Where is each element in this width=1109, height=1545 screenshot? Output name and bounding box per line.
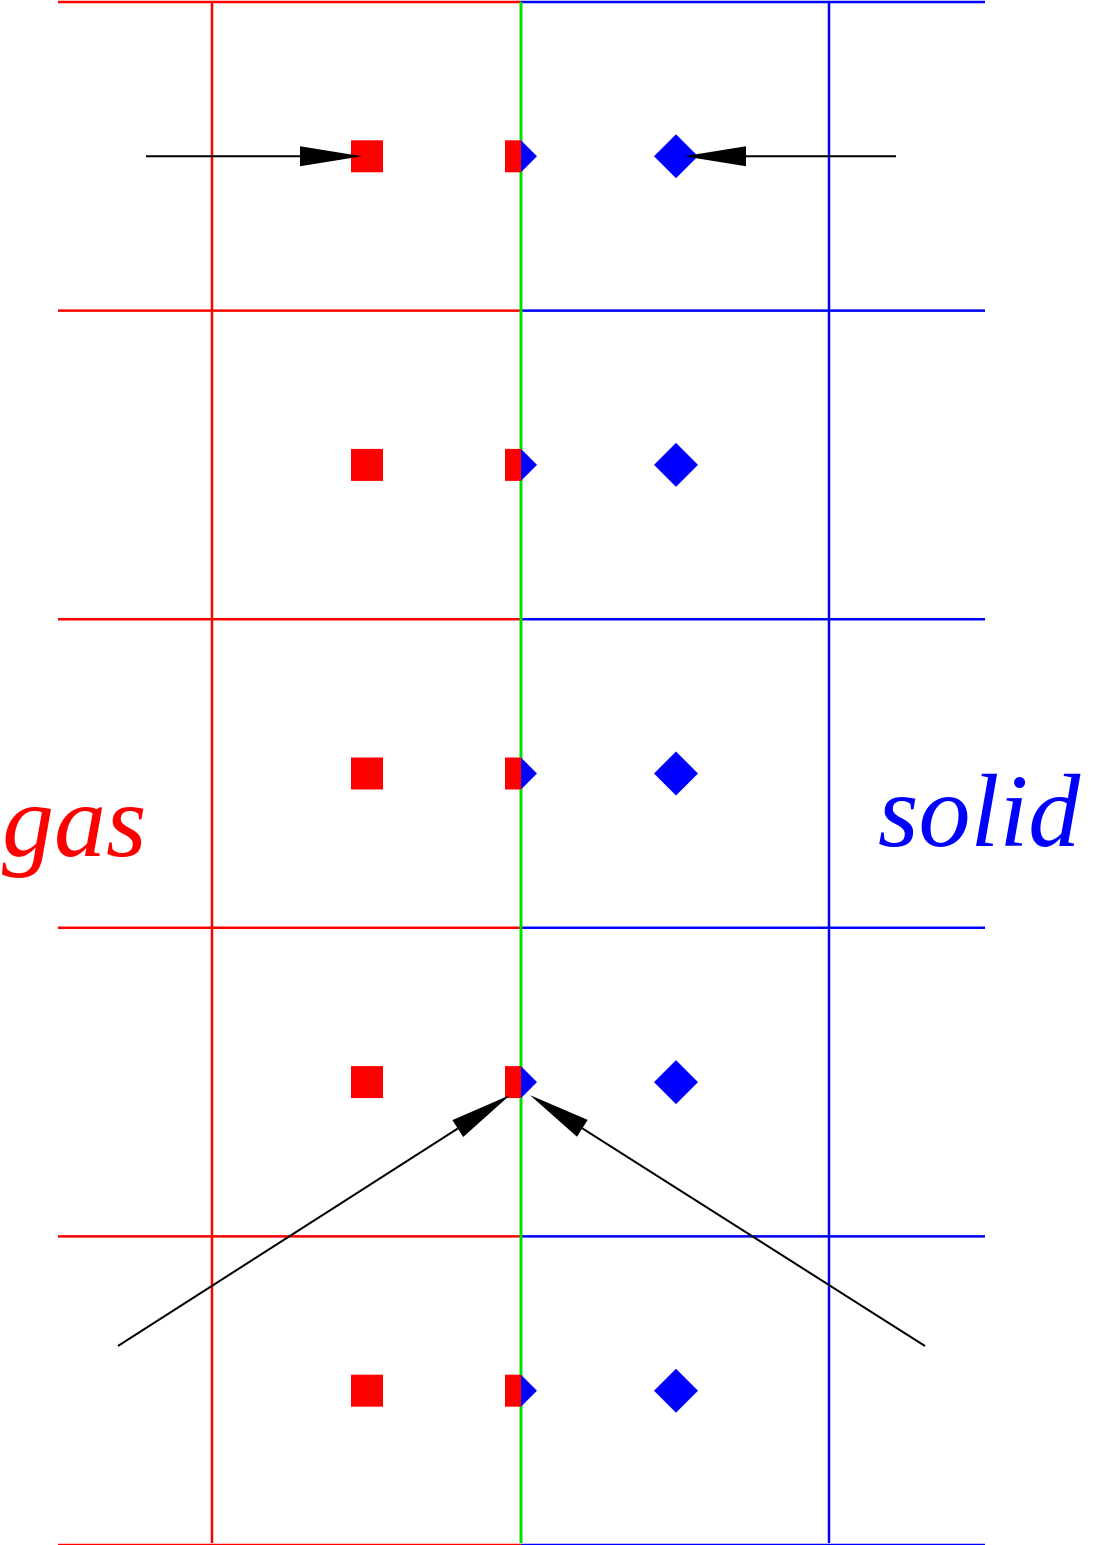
interface-solid-half-marker: [521, 448, 537, 481]
gas-cell-marker: [351, 1066, 383, 1099]
solid-cell-marker: [654, 1368, 698, 1413]
solid-cell-marker: [654, 751, 698, 796]
arrow-shaft: [581, 1127, 926, 1347]
arrow-head: [684, 146, 746, 167]
arrow-gas-to-cell: [146, 146, 362, 167]
arrows-layer: [117, 146, 926, 1347]
interface-gas-half-marker: [505, 448, 521, 481]
interface-solid-half-marker: [521, 1374, 537, 1407]
interface-solid-half-marker: [521, 757, 537, 790]
solid-cell-marker: [654, 442, 698, 487]
arrow-head: [452, 1095, 510, 1137]
arrow-solid-to-interface: [530, 1095, 926, 1347]
arrow-head: [530, 1095, 588, 1137]
arrow-gas-to-interface: [117, 1095, 510, 1347]
interface-solid-half-marker: [521, 140, 537, 173]
interface-gas-half-marker: [505, 1066, 521, 1099]
arrow-head: [300, 146, 362, 167]
gas-region-label: gas: [2, 764, 147, 879]
arrow-shaft: [117, 1127, 459, 1347]
solid-cell-marker: [654, 1060, 698, 1105]
gas-cell-marker: [351, 448, 383, 481]
interface-solid-half-marker: [521, 1066, 537, 1099]
interface-gas-half-marker: [505, 757, 521, 790]
gas-cell-marker: [351, 757, 383, 790]
solid-cell-marker: [654, 134, 698, 179]
solid-region-label: solid: [878, 754, 1081, 869]
arrow-solid-to-cell: [684, 146, 896, 167]
interface-gas-half-marker: [505, 1374, 521, 1407]
interface-gas-half-marker: [505, 140, 521, 173]
gas-cell-marker: [351, 1374, 383, 1407]
markers-layer: [351, 134, 698, 1413]
